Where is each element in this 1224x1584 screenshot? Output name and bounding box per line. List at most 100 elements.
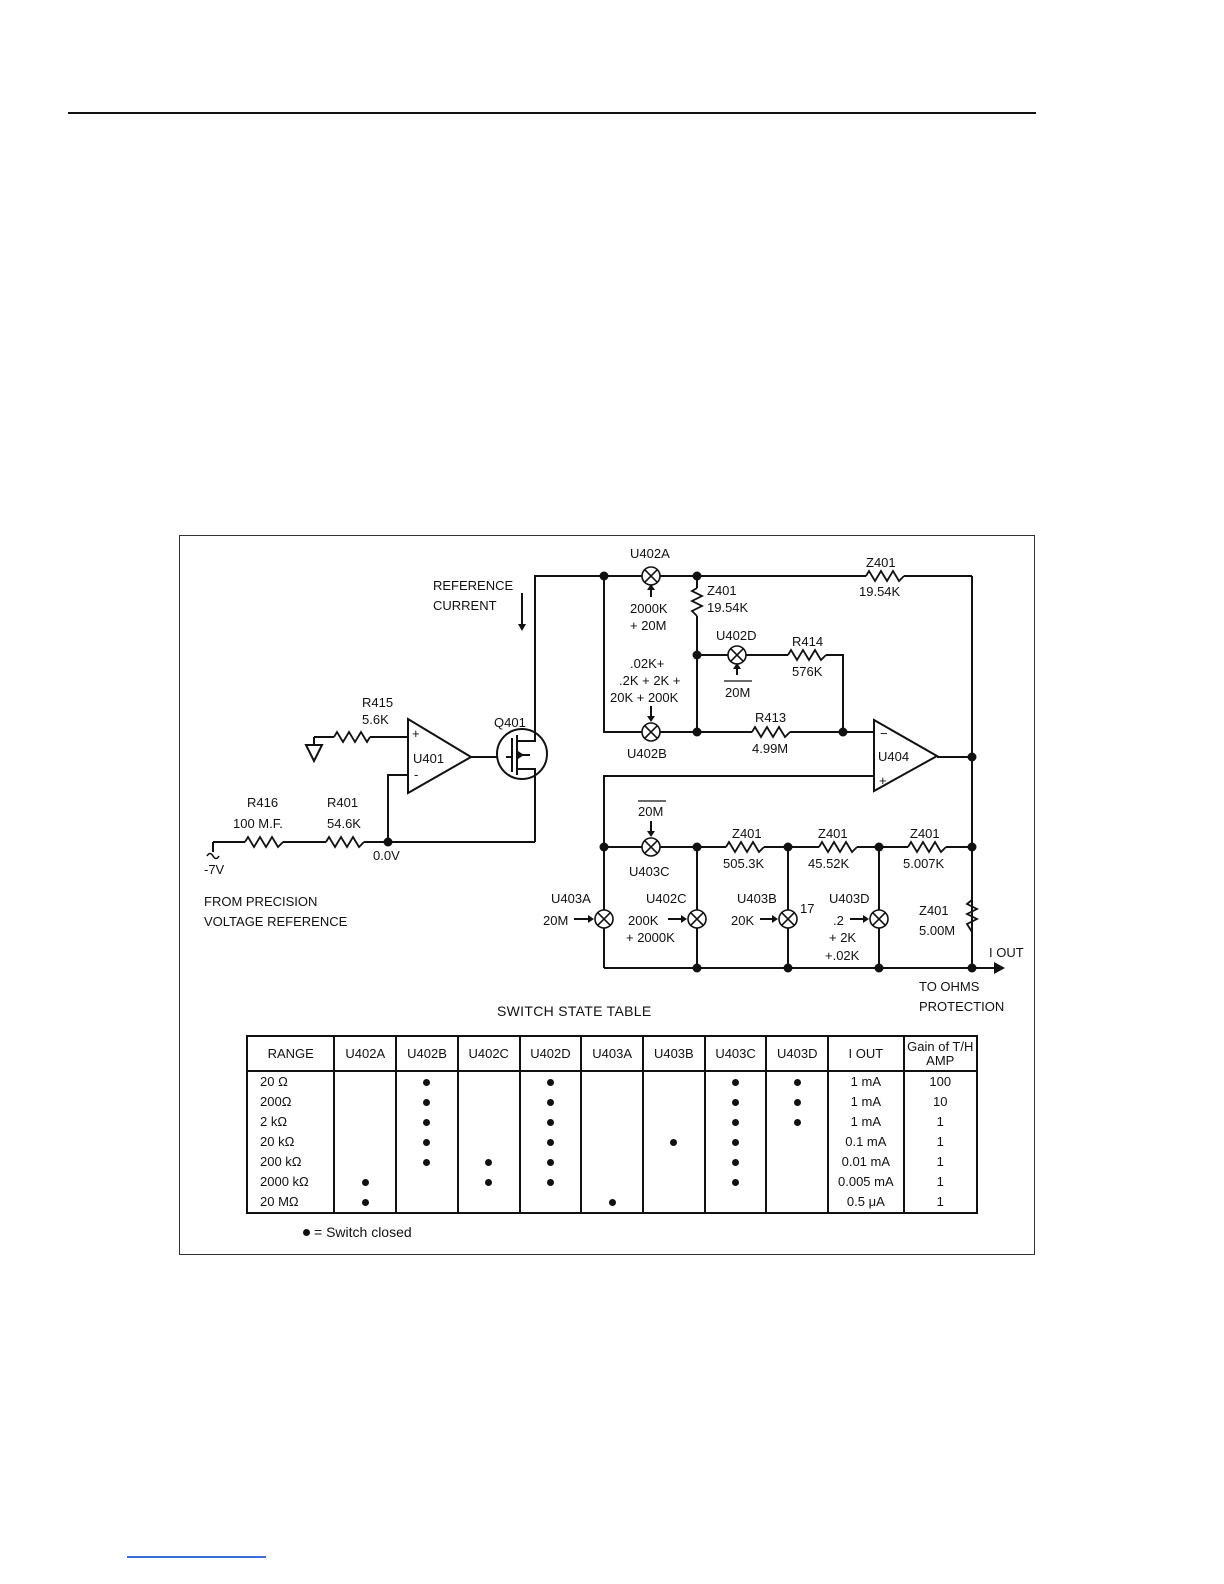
u404-label: U404 — [878, 749, 909, 764]
header-iout: I OUT — [827, 1035, 905, 1072]
closed-dot-icon — [732, 1179, 740, 1187]
closed-dot-icon — [793, 1119, 801, 1127]
switch-state-cell — [765, 1132, 830, 1152]
figure-frame — [179, 535, 1035, 1255]
z401-a-value: 505.3K — [723, 856, 765, 871]
switch-state-cell — [580, 1172, 644, 1192]
switch-state-cell — [580, 1112, 644, 1132]
r416-value: 100 M.F. — [233, 816, 283, 831]
supply-terminal-icon — [206, 852, 220, 860]
u404-plus: + — [879, 773, 887, 788]
u403d-label: U403D — [829, 891, 869, 906]
u402b-label: U402B — [627, 746, 667, 761]
switch-state-cell — [456, 1172, 521, 1192]
u404-minus: − — [880, 726, 888, 741]
switch-u403b — [778, 909, 798, 929]
switch-state-cell — [518, 1112, 583, 1132]
closed-dot-icon — [608, 1199, 616, 1207]
r415-name: R415 — [362, 695, 393, 710]
z401-b-name: Z401 — [818, 826, 848, 841]
u402c-ctrl-2: + 2000K — [626, 930, 675, 945]
switch-state-cell — [456, 1152, 521, 1172]
r401-value: 54.6K — [327, 816, 361, 831]
closed-dot-icon — [423, 1139, 431, 1147]
closed-dot-icon — [423, 1119, 431, 1127]
r401-name: R401 — [327, 795, 358, 810]
switch-state-cell — [765, 1192, 830, 1214]
switch-state-cell — [703, 1192, 768, 1214]
header-u403d: U403D — [765, 1035, 830, 1072]
u403d-ctrl-3: +.02K — [825, 948, 860, 963]
u402b-ctrl-3: 20K + 200K — [610, 690, 679, 705]
header-u402a: U402A — [333, 1035, 398, 1072]
switch-state-cell — [641, 1152, 706, 1172]
range-cell: 200 kΩ — [245, 1152, 336, 1172]
switch-state-cell — [456, 1092, 521, 1112]
switch-state-cell — [395, 1071, 459, 1092]
u403a-label: U403A — [551, 891, 591, 906]
iout-cell: 0.005 mA — [827, 1172, 905, 1192]
closed-dot-icon — [546, 1119, 554, 1127]
switch-state-cell — [703, 1071, 768, 1092]
switch-state-cell — [765, 1172, 830, 1192]
range-cell: 2 kΩ — [245, 1112, 336, 1132]
switch-state-cell — [456, 1071, 521, 1092]
switch-state-cell — [765, 1092, 830, 1112]
switch-state-cell — [518, 1092, 583, 1112]
switch-state-cell — [580, 1192, 644, 1214]
z401-right-name: Z401 — [919, 903, 949, 918]
node-voltage: 0.0V — [373, 848, 400, 863]
u401-plus: + — [412, 726, 420, 741]
switch-state-cell — [518, 1152, 583, 1172]
u403b-ctrl: 20K — [731, 913, 754, 928]
switch-state-cell — [703, 1172, 768, 1192]
header-gain: Gain of T/H AMP — [902, 1035, 979, 1072]
table-header-row: RANGE U402A U402B U402C U402D U403A U403… — [245, 1035, 979, 1072]
switch-state-cell — [395, 1112, 459, 1132]
closed-dot-icon — [546, 1179, 554, 1187]
switch-u403d — [869, 909, 889, 929]
neg-7v-label: -7V — [204, 862, 225, 877]
table-legend: = Switch closed — [303, 1224, 412, 1240]
switch-state-cell — [456, 1132, 521, 1152]
u403b-label: U403B — [737, 891, 777, 906]
iout-cell: 0.01 mA — [827, 1152, 905, 1172]
switch-state-cell — [641, 1132, 706, 1152]
range-cell: 20 kΩ — [245, 1132, 336, 1152]
closed-dot-icon — [546, 1099, 554, 1107]
switch-state-cell — [580, 1152, 644, 1172]
switch-state-cell — [765, 1071, 830, 1092]
opamp-u404 — [873, 718, 940, 793]
switch-u402c — [687, 909, 707, 929]
range-cell: 20 MΩ — [245, 1192, 336, 1214]
source-note-line1: FROM PRECISION — [204, 894, 317, 909]
switch-state-cell — [395, 1092, 459, 1112]
switch-state-cell — [518, 1071, 583, 1092]
u402a-label: U402A — [630, 546, 670, 561]
reference-current-line1: REFERENCE — [433, 578, 514, 593]
iout-cell: 1 mA — [827, 1071, 905, 1092]
header-u402c: U402C — [456, 1035, 521, 1072]
switch-u402d — [727, 645, 747, 665]
u402b-ctrl-1: .02K+ — [630, 656, 664, 671]
r413-name: R413 — [755, 710, 786, 725]
switch-state-cell — [518, 1192, 583, 1214]
table-title: SWITCH STATE TABLE — [497, 1003, 652, 1019]
u403b-pin: 17 — [800, 901, 814, 916]
q401-label: Q401 — [494, 715, 526, 730]
closed-dot-icon — [732, 1099, 740, 1107]
switch-state-cell — [395, 1172, 459, 1192]
switch-state-cell — [395, 1152, 459, 1172]
top-rule — [68, 112, 1036, 114]
r413-value: 4.99M — [752, 741, 788, 756]
switch-state-table: RANGE U402A U402B U402C U402D U403A U403… — [245, 1035, 979, 1214]
switch-state-cell — [395, 1132, 459, 1152]
u402c-ctrl-1: 200K — [628, 913, 659, 928]
header-u403a: U403A — [580, 1035, 644, 1072]
u402c-label: U402C — [646, 891, 686, 906]
gain-cell: 10 — [902, 1092, 979, 1112]
r414-name: R414 — [792, 634, 823, 649]
switch-state-cell — [518, 1172, 583, 1192]
